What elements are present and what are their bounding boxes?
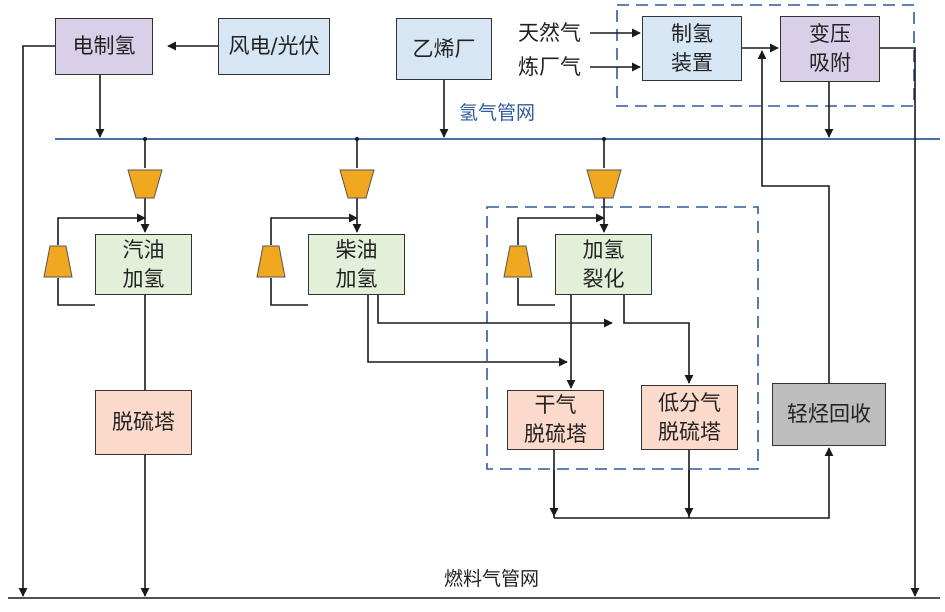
arrow-diesel-to-lowgas-path xyxy=(377,295,613,328)
natural-gas-label: 天然气 xyxy=(518,21,581,45)
compressor-icon xyxy=(127,169,163,199)
hydrogen-plant-box: 制氢 装置 xyxy=(642,16,742,81)
hydrogen-network-label: 氢气管网 xyxy=(459,102,536,124)
gasoline-hydrotreating-box: 汽油 加氢 xyxy=(95,234,192,295)
compressor-icon xyxy=(43,245,73,278)
electrolysis-box: 电制氢 xyxy=(55,18,153,75)
compressor-icon xyxy=(503,245,533,278)
compressor-icon xyxy=(586,169,622,199)
compressor-icon xyxy=(256,245,286,278)
arrow-psa-to-fuel xyxy=(880,47,920,597)
hydrocracking-box: 加氢 裂化 xyxy=(555,234,652,295)
arrow-electrolysis-to-fuel xyxy=(18,45,55,597)
arrow-diesel-to-drygas xyxy=(367,295,568,367)
low-pressure-gas-desulfurizer-box: 低分气 脱硫塔 xyxy=(641,385,738,450)
light-hydrocarbon-recovery-box: 轻烃回收 xyxy=(772,383,886,446)
compressor-icon xyxy=(339,169,375,199)
arrow-hc-to-lowgas xyxy=(623,295,694,384)
wind-solar-box: 风电/光伏 xyxy=(218,18,330,75)
psa-box: 变压 吸附 xyxy=(780,16,880,82)
desulfurizer-box: 脱硫塔 xyxy=(95,390,192,455)
ethylene-plant-box: 乙烯厂 xyxy=(396,18,492,80)
arrow-towers-to-lighthc xyxy=(554,447,834,519)
dry-gas-desulfurizer-box: 干气 脱硫塔 xyxy=(507,390,604,450)
hydrocracking-region xyxy=(486,206,759,470)
arrow-lighthc-to-psa xyxy=(757,50,830,383)
fuel-gas-network-label: 燃料气管网 xyxy=(444,568,540,590)
refinery-gas-label: 炼厂气 xyxy=(518,55,581,79)
hydrogen-production-region xyxy=(616,4,915,107)
diesel-hydrotreating-box: 柴油 加氢 xyxy=(308,234,405,295)
